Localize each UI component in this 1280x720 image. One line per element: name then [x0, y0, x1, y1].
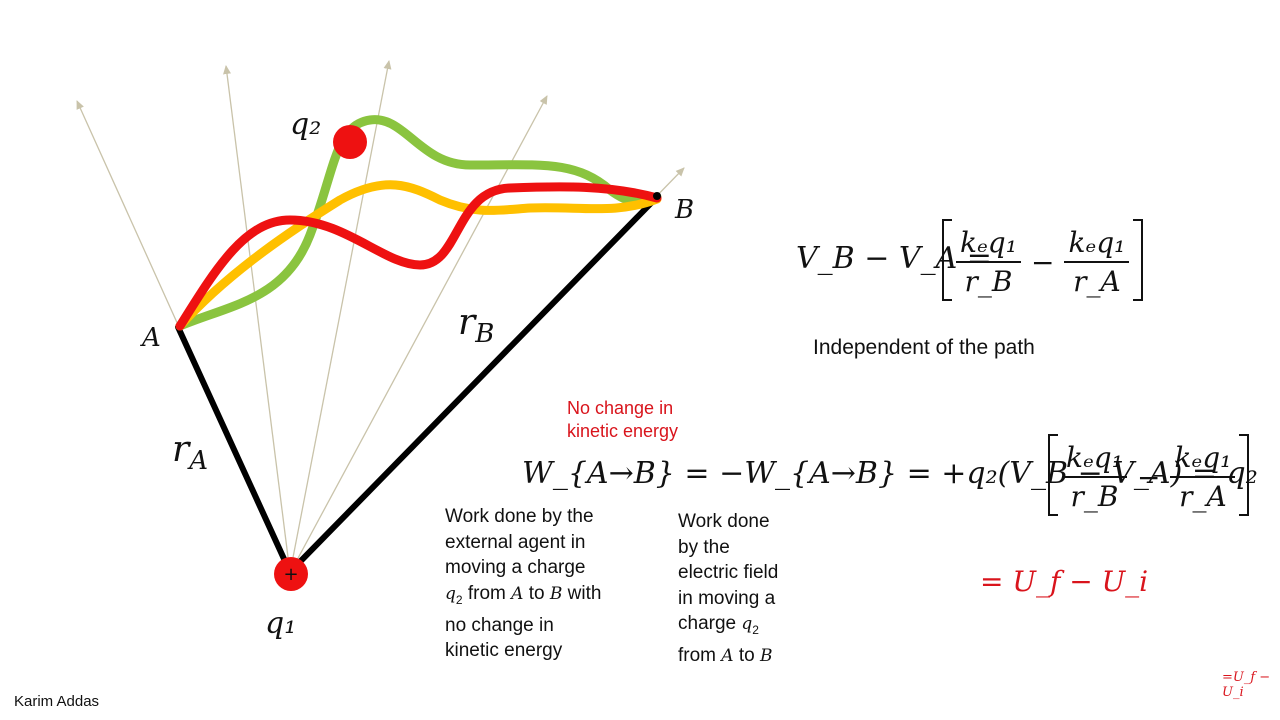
label-point-a: A — [140, 323, 161, 353]
potential-difference-bracket: kₑq₁ r_B − kₑq₁ r_A — [942, 219, 1144, 301]
right-bracket — [1239, 434, 1250, 516]
minus-sign: − — [1030, 245, 1055, 279]
denominator: r_A — [1179, 480, 1227, 513]
label-r-a: rA — [172, 429, 208, 476]
fraction-ke-q1-over-ra: kₑq₁ r_A — [1170, 441, 1236, 513]
fraction-ke-q1-over-rb: kₑq₁ r_B — [1062, 441, 1127, 513]
fraction-ke-q1-over-rb: kₑq₁ r_B — [956, 226, 1021, 298]
field-line — [289, 60, 392, 574]
potential-difference-lhs: V_B − V_A = — [796, 241, 992, 276]
point-b-dot — [653, 192, 661, 200]
no-kinetic-energy-change-note: No change in kinetic energy — [567, 398, 679, 441]
work-equation-bracket: kₑq₁ r_B − kₑq₁ r_A — [1048, 434, 1250, 516]
denominator: r_B — [1070, 480, 1119, 513]
independent-of-path-note: Independent of the path — [813, 336, 1035, 359]
numerator: kₑq₁ — [956, 226, 1021, 263]
radius-line-a — [175, 324, 293, 575]
slide-thumbnail-equation: =U_f − U_i — [1222, 670, 1271, 700]
right-bracket — [1133, 219, 1144, 301]
label-r-a-sub: A — [187, 446, 208, 476]
charge-q2 — [333, 125, 367, 159]
path-red — [175, 182, 662, 331]
left-bracket — [1048, 434, 1058, 516]
field-line — [289, 95, 548, 574]
minus-sign: − — [1136, 460, 1161, 494]
path-yellow — [175, 180, 662, 331]
left-bracket — [942, 219, 952, 301]
energy-text: = U_f − U_i — [980, 565, 1149, 598]
numerator: kₑq₁ — [1064, 226, 1130, 263]
work-equation-text: W_{A→B} = −W_{A→B} = +q₂(V_B − V_A) = q₂ — [522, 456, 1258, 491]
label-q2: q₂ — [290, 107, 321, 142]
denominator: r_A — [1073, 265, 1121, 298]
denominator: r_B — [964, 265, 1013, 298]
plus-sign: + — [283, 564, 298, 585]
electric-field-work-note: Work done by the electric field in movin… — [678, 511, 779, 667]
label-point-b: B — [674, 195, 694, 225]
radius-line-b — [287, 194, 660, 575]
external-agent-work-note: Work done by the external agent in movin… — [445, 506, 602, 662]
label-r-b-sub: B — [474, 319, 494, 349]
potential-lhs-text: V_B − V_A = — [796, 241, 992, 276]
label-q1: q₁ — [265, 606, 296, 641]
numerator: kₑq₁ — [1062, 441, 1127, 478]
fraction-ke-q1-over-ra: kₑq₁ r_A — [1064, 226, 1130, 298]
field-line — [223, 65, 291, 574]
charge-q1 — [274, 557, 308, 591]
label-r-b: rB — [458, 302, 494, 349]
author-credit: Karim Addas — [14, 693, 100, 710]
path-green — [175, 115, 662, 331]
work-equation: W_{A→B} = −W_{A→B} = +q₂(V_B − V_A) = q₂ — [522, 456, 1258, 491]
potential-energy-equation: = U_f − U_i — [980, 565, 1148, 598]
numerator: kₑq₁ — [1170, 441, 1236, 478]
field-lines — [76, 60, 685, 574]
